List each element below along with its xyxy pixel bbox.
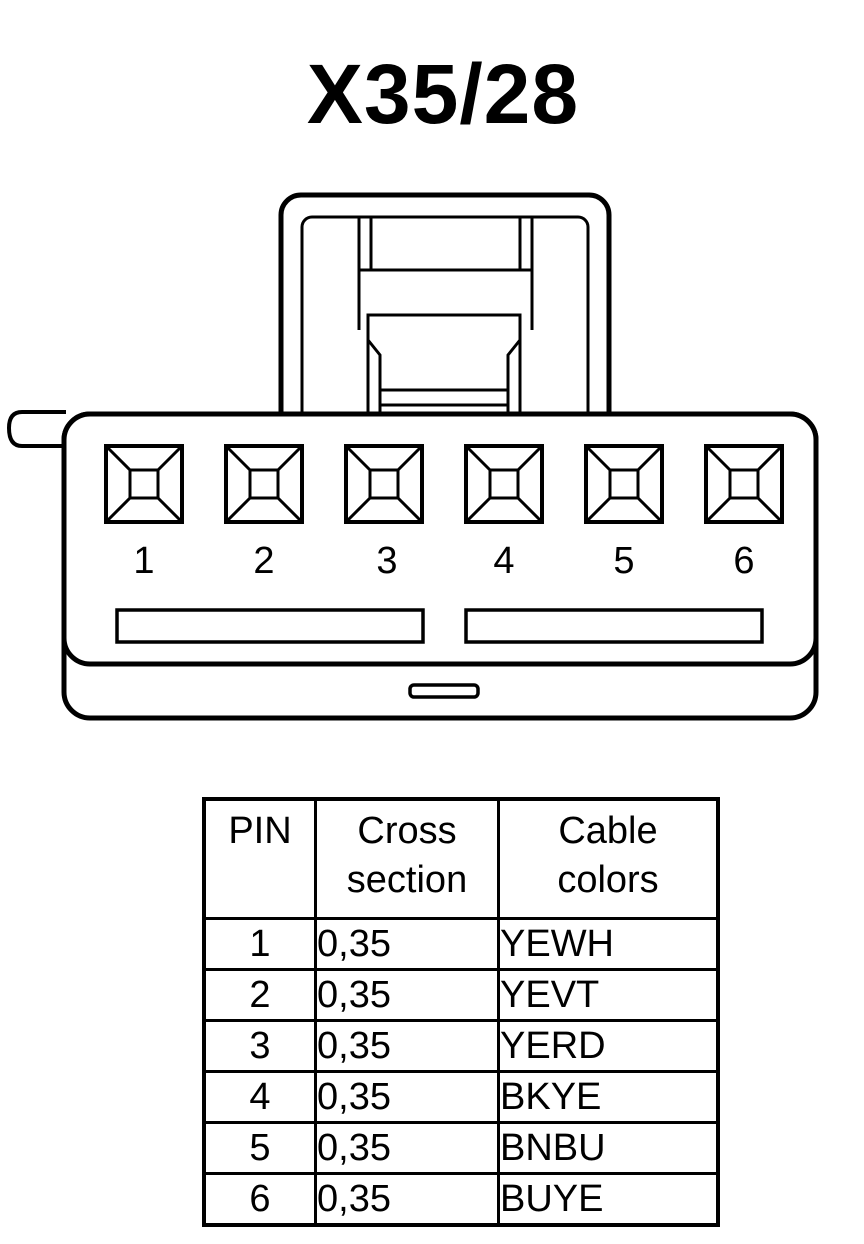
header-pin: PIN: [202, 797, 317, 920]
cross-section-value: 0,35: [314, 1019, 500, 1073]
header-pin-text: PIN: [228, 810, 292, 852]
header-colors-line1: Cable: [558, 810, 658, 852]
connector-title: X35/28: [306, 47, 580, 141]
pin-number: 5: [202, 1121, 317, 1175]
table-row: 4 0,35 BKYE: [202, 1070, 720, 1124]
slot-left: [115, 608, 425, 644]
table-row: 5 0,35 BNBU: [202, 1121, 720, 1175]
cross-section-value: 0,35: [314, 1121, 500, 1175]
cross-section-value: 0,35: [314, 917, 500, 971]
pin-cavity-1: 1: [104, 444, 184, 582]
pin-number: 2: [202, 968, 317, 1022]
cable-color-value: BUYE: [497, 1172, 720, 1227]
pin-number: 6: [202, 1172, 317, 1227]
pin-number: 1: [202, 917, 317, 971]
pin-cavities: 1 2 3 4 5 6: [104, 444, 784, 582]
pin-cavity-3: 3: [344, 444, 424, 582]
table-header-row: PIN Cross section Cable colors: [202, 797, 720, 920]
header-colors-line2: colors: [557, 859, 659, 902]
pin-cavity-6: 6: [704, 444, 784, 582]
cable-color-value: YERD: [497, 1019, 720, 1073]
pin-cavity-4: 4: [464, 444, 544, 582]
side-tab: [6, 410, 66, 448]
pin-number: 4: [202, 1070, 317, 1124]
connector-drawing: 1 2 3 4 5 6: [6, 192, 819, 721]
cable-color-value: BKYE: [497, 1070, 720, 1124]
pin-label-3: 3: [376, 540, 397, 582]
pin-label-2: 2: [253, 540, 274, 582]
pin-label-1: 1: [133, 540, 154, 582]
pin-label-4: 4: [493, 540, 514, 582]
cross-section-value: 0,35: [314, 1172, 500, 1227]
pin-cavity-2: 2: [224, 444, 304, 582]
header-cross-line2: section: [346, 859, 468, 902]
bottom-notch: [408, 683, 480, 699]
table-row: 6 0,35 BUYE: [202, 1172, 720, 1227]
cable-color-value: YEVT: [497, 968, 720, 1022]
cable-color-value: YEWH: [497, 917, 720, 971]
table-row: 2 0,35 YEVT: [202, 968, 720, 1022]
header-cable-colors: Cable colors: [497, 797, 720, 920]
table-row: 3 0,35 YERD: [202, 1019, 720, 1073]
header-cross-line1: Cross: [357, 810, 457, 852]
table-row: 1 0,35 YEWH: [202, 917, 720, 971]
pin-cavity-5: 5: [584, 444, 664, 582]
pin-number: 3: [202, 1019, 317, 1073]
header-cross-section: Cross section: [314, 797, 500, 920]
pin-label-6: 6: [733, 540, 754, 582]
pin-label-5: 5: [613, 540, 634, 582]
cross-section-value: 0,35: [314, 1070, 500, 1124]
latch: [278, 192, 612, 438]
cable-color-value: BNBU: [497, 1121, 720, 1175]
cross-section-value: 0,35: [314, 968, 500, 1022]
slot-right: [464, 608, 764, 644]
pin-assignment-table: PIN Cross section Cable colors 1 0,35 YE…: [202, 797, 720, 1227]
